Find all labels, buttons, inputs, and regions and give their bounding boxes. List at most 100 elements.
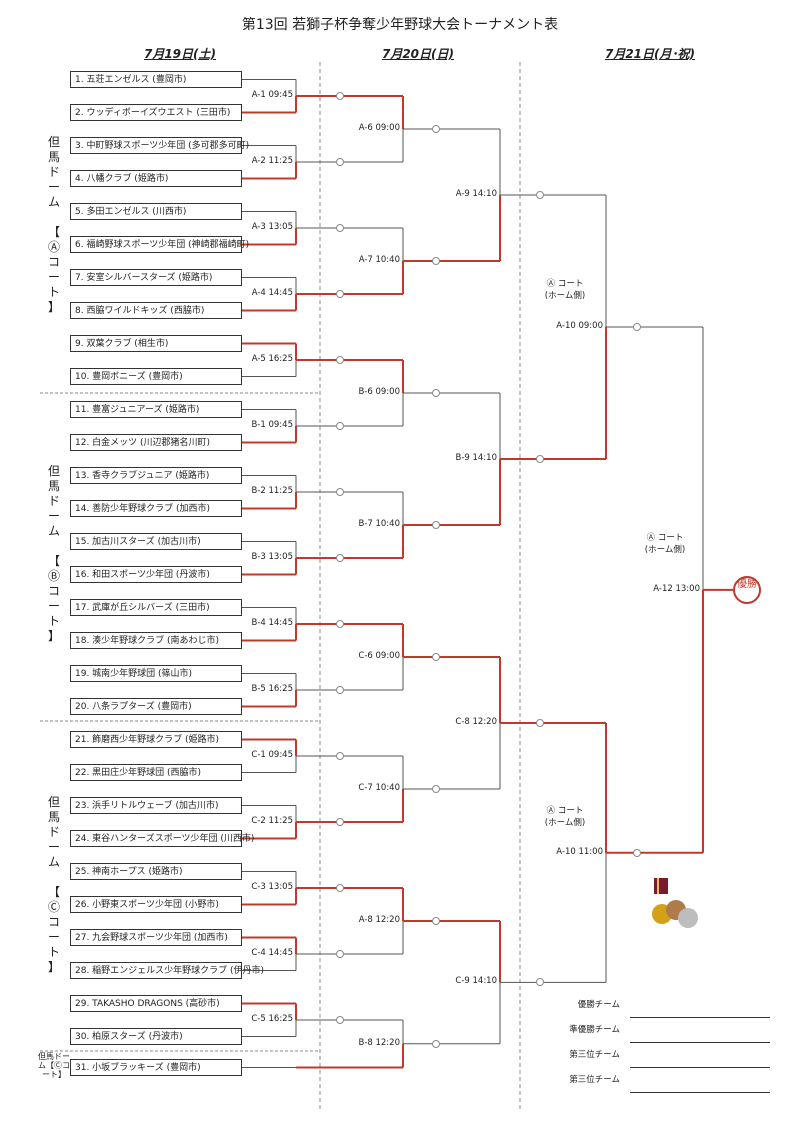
court-char: Ⓒ xyxy=(47,900,60,914)
match-label: B-4 14:45 xyxy=(250,618,294,629)
match-label: A-10 11:00 xyxy=(555,846,604,858)
match-number-marker xyxy=(336,356,344,364)
day2-header: 7月20日(日) xyxy=(381,47,455,61)
match-label: A-9 14:10 xyxy=(454,189,498,200)
team-box: 10. 豊岡ボニーズ (豊岡市) xyxy=(70,368,242,385)
team-box: 21. 飾磨西少年野球クラブ (姫路市) xyxy=(70,731,242,748)
court-spacer xyxy=(44,210,64,225)
court-char: ト xyxy=(47,945,60,959)
court-char: ム xyxy=(47,855,60,869)
court-char: ト xyxy=(47,614,60,628)
match-label: A-3 13:05 xyxy=(250,222,294,233)
team-box: 31. 小坂ブラッキーズ (豊岡市) xyxy=(70,1059,242,1076)
match-label: A-10 09:00 xyxy=(555,321,604,332)
match-label: B-6 09:00 xyxy=(357,387,401,398)
match-label: A-2 11:25 xyxy=(250,156,294,167)
award-label: 第三位チーム xyxy=(569,1050,620,1060)
team-box: 28. 稲野エンジェルス少年野球クラブ (伊丹市) xyxy=(70,962,264,979)
court-char: ム xyxy=(47,195,60,209)
court-c-small-label: 但馬ドーム【Ⓒコート】 xyxy=(36,1052,72,1079)
team-box: 12. 白金メッツ (川辺郡猪名川町) xyxy=(70,434,242,451)
award-blank-line xyxy=(630,1092,770,1093)
day1-header: 7月19日(土) xyxy=(143,47,217,61)
match-number-marker xyxy=(432,521,440,529)
court-char: 但馬 xyxy=(38,1052,54,1061)
match-number-marker xyxy=(336,92,344,100)
match-label: C-1 09:45 xyxy=(250,750,294,761)
court-char: 】 xyxy=(47,960,60,974)
match-number-marker xyxy=(432,653,440,661)
match-label: C-4 14:45 xyxy=(250,948,294,959)
match-label: A-1 09:45 xyxy=(250,90,294,101)
match-label: B-8 12:20 xyxy=(357,1037,401,1049)
team-box: 9. 双葉クラブ (相生市) xyxy=(70,335,242,352)
court-char: 】 xyxy=(47,629,60,643)
champion-stamp: 優勝 xyxy=(733,576,761,604)
team-box: 13. 香寺クラブジュニア (姫路市) xyxy=(70,467,242,484)
match-label: B-7 10:40 xyxy=(357,519,401,530)
match-number-marker xyxy=(336,686,344,694)
team-box: 19. 城南少年野球団 (篠山市) xyxy=(70,665,242,682)
team-box: 11. 豊富ジュニアーズ (姫路市) xyxy=(70,401,242,418)
match-label: A-6 09:00 xyxy=(357,123,401,134)
match-number-marker xyxy=(336,158,344,166)
match-label: B-2 11:25 xyxy=(250,486,294,497)
court-char: ド xyxy=(47,165,60,179)
match-label: C-3 13:05 xyxy=(250,882,294,893)
home-court-label-bottom: Ⓐ コート(ホーム側) xyxy=(544,806,586,828)
match-number-marker xyxy=(336,950,344,958)
match-number-marker xyxy=(633,323,641,331)
team-box: 17. 武庫が丘シルバーズ (三田市) xyxy=(70,599,242,616)
court-char: ー xyxy=(47,180,60,194)
match-number-marker xyxy=(336,818,344,826)
court-char: ー xyxy=(47,840,60,854)
match-number-marker xyxy=(432,257,440,265)
page-title: 第13回 若獅子杯争奪少年野球大会トーナメント表 xyxy=(241,17,559,33)
court-char: 【 xyxy=(47,554,60,568)
team-box: 16. 和田スポーツ少年団 (丹波市) xyxy=(70,566,242,583)
court-char: コ xyxy=(47,915,60,929)
court-spacer xyxy=(44,539,64,554)
medals-icon xyxy=(652,878,698,928)
court-char: 馬 xyxy=(47,810,60,824)
award-label: 第三位チーム xyxy=(569,1075,620,1085)
match-number-marker xyxy=(336,884,344,892)
court-char: 【 xyxy=(47,225,60,239)
court-char: ド xyxy=(47,494,60,508)
match-label: A-4 14:45 xyxy=(250,288,294,299)
court-char: ー xyxy=(47,509,60,523)
team-box: 14. 善防少年野球クラブ (加西市) xyxy=(70,500,242,517)
match-number-marker xyxy=(336,422,344,430)
match-number-marker xyxy=(536,455,544,463)
match-label: C-2 11:25 xyxy=(250,816,294,827)
team-box: 15. 加古川スターズ (加古川市) xyxy=(70,533,242,550)
match-number-marker xyxy=(432,1039,440,1048)
home-court-label-mid: Ⓐ コート(ホーム側) xyxy=(644,533,686,555)
team-box: 27. 九会野球スポーツ少年団 (加西市) xyxy=(70,929,242,946)
match-label: B-5 16:25 xyxy=(250,684,294,695)
award-blank-line xyxy=(630,1067,770,1068)
match-label: A-7 10:40 xyxy=(357,255,401,266)
award-blank-line xyxy=(630,1017,770,1018)
court-spacer xyxy=(44,870,64,885)
court-char: コート】 xyxy=(42,1061,70,1079)
court-char: 【 xyxy=(47,885,60,899)
court-char: 馬 xyxy=(47,150,60,164)
team-box: 8. 西脇ワイルドキッズ (西脇市) xyxy=(70,302,242,319)
court-char: コ xyxy=(47,584,60,598)
court-char: 但 xyxy=(47,135,60,149)
match-label: C-7 10:40 xyxy=(357,783,401,794)
court-char: 】 xyxy=(47,300,60,314)
court-char: ー xyxy=(47,599,60,613)
court-char: ー xyxy=(47,270,60,284)
team-box: 7. 安室シルバースターズ (姫路市) xyxy=(70,269,242,286)
match-number-marker xyxy=(336,620,344,628)
match-number-marker xyxy=(633,848,641,857)
match-label: C-8 12:20 xyxy=(454,717,498,728)
court-char: Ⓑ xyxy=(47,569,60,583)
match-number-marker xyxy=(536,191,544,199)
court-char: ドーム xyxy=(38,1052,70,1070)
team-box: 26. 小野東スポーツ少年団 (小野市) xyxy=(70,896,242,913)
